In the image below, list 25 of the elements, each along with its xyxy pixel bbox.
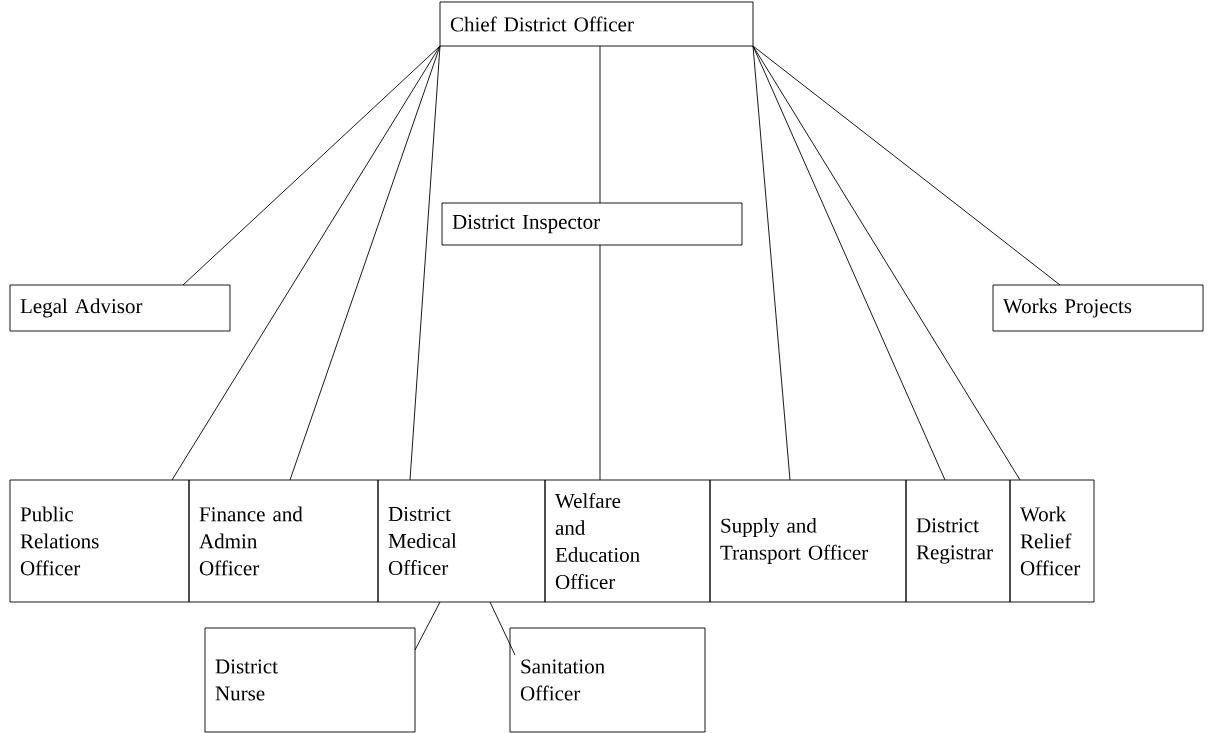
role-box: Supply and Transport Officer bbox=[709, 479, 907, 603]
connector-line bbox=[182, 45, 441, 286]
connector-line bbox=[489, 601, 516, 656]
connector-line bbox=[414, 601, 441, 651]
role-box: Welfare and Education Officer bbox=[544, 479, 711, 603]
connector-line bbox=[409, 45, 441, 481]
connector-line bbox=[599, 45, 601, 204]
connector-line bbox=[752, 45, 946, 481]
connector-line bbox=[752, 45, 1061, 286]
connector-line bbox=[752, 45, 791, 481]
role-box: Legal Advisor bbox=[9, 284, 231, 332]
role-box: Finance and Admin Officer bbox=[188, 479, 379, 603]
role-box: Work Relief Officer bbox=[1009, 479, 1095, 603]
connector-line bbox=[599, 244, 601, 481]
role-box: Works Projects bbox=[992, 284, 1204, 332]
role-box: District Nurse bbox=[204, 627, 416, 733]
role-box: District Registrar bbox=[905, 479, 1011, 603]
connector-line bbox=[752, 45, 1021, 481]
connector-line bbox=[289, 45, 441, 481]
connector-line bbox=[171, 45, 441, 481]
role-box: Public Relations Officer bbox=[9, 479, 190, 603]
role-box: Chief District Officer bbox=[439, 1, 754, 47]
role-box: Sanitation Officer bbox=[509, 627, 706, 733]
role-box: District Medical Officer bbox=[377, 479, 546, 603]
role-box: District Inspector bbox=[441, 202, 743, 246]
